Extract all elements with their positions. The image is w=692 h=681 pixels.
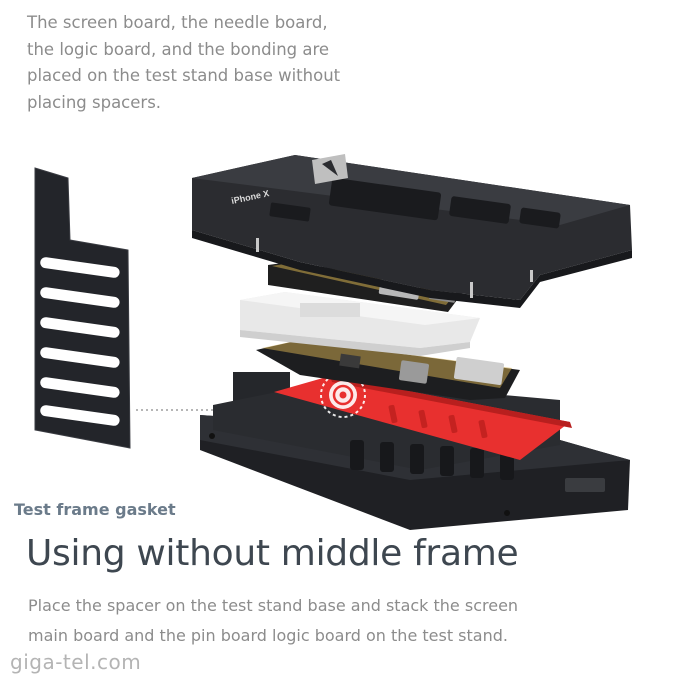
intro-text: The screen board, the needle board, the … xyxy=(27,10,367,116)
test-stand-illustration: iPhone X xyxy=(34,154,632,530)
description-line: Place the spacer on the test stand base … xyxy=(28,596,519,615)
description-line: main board and the pin board logic board… xyxy=(28,626,508,645)
watermark: giga-tel.com xyxy=(10,650,142,674)
test-frame-gasket xyxy=(34,167,131,449)
intro-line: placing spacers. xyxy=(27,92,162,112)
top-test-frame: iPhone X xyxy=(192,154,632,308)
intro-line: The screen board, the needle board, xyxy=(27,13,328,32)
intro-line: the logic board, and the bonding are xyxy=(27,39,330,59)
test-stand-base xyxy=(200,372,630,530)
logic-board xyxy=(256,340,520,400)
intro-line: placed on the test stand base without xyxy=(27,66,341,85)
gasket-caption: Test frame gasket xyxy=(14,500,176,519)
pin-board xyxy=(240,292,480,356)
section-heading: Using without middle frame xyxy=(26,533,519,574)
section-description: Place the spacer on the test stand base … xyxy=(28,591,548,651)
